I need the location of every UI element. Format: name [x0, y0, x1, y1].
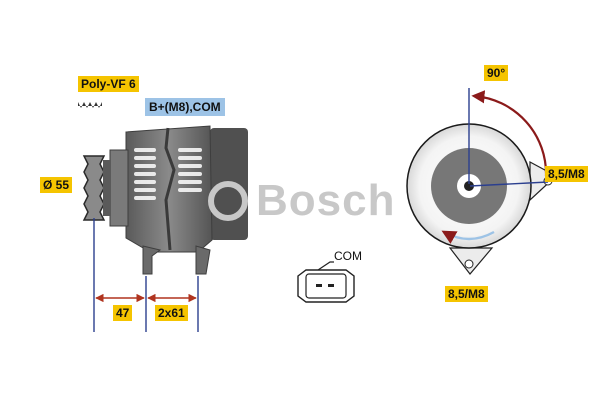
front-distance-label: 47	[113, 305, 133, 321]
connector-plug	[297, 261, 355, 303]
angle-label: 90°	[484, 65, 509, 81]
lower-mount-hole	[464, 259, 474, 269]
pulley-type-label: Poly-VF 6	[78, 76, 139, 92]
poly-v-profile-icon	[78, 102, 102, 108]
rotation-arrow	[441, 230, 495, 244]
terminal-label: B+(M8),COM	[145, 98, 225, 116]
connector-label: COM	[334, 249, 362, 263]
angle-arc	[471, 90, 548, 177]
pulley-hub	[103, 160, 111, 216]
pulley	[82, 155, 106, 221]
brand-watermark: Bosch	[208, 176, 395, 226]
connector-leader	[317, 261, 334, 271]
rear-mount-foot	[195, 245, 211, 275]
alternator-front-view	[406, 123, 558, 275]
side-dimension-lines	[93, 218, 199, 332]
upper-bolt-label: 8,5/M8	[545, 166, 588, 182]
front-fan	[109, 149, 129, 227]
shaft-center	[464, 181, 474, 191]
diameter-label: Ø 55	[40, 177, 73, 193]
front-cooling-slots	[134, 148, 156, 200]
rear-cooling-slots	[178, 148, 202, 192]
lower-bolt-label: 8,5/M8	[445, 286, 488, 302]
front-mount-foot	[142, 245, 162, 275]
mount-spacing-label: 2x61	[155, 305, 188, 321]
housing-seam	[164, 127, 176, 251]
brand-name: Bosch	[256, 176, 396, 225]
horizontal-reference-line	[469, 181, 549, 187]
